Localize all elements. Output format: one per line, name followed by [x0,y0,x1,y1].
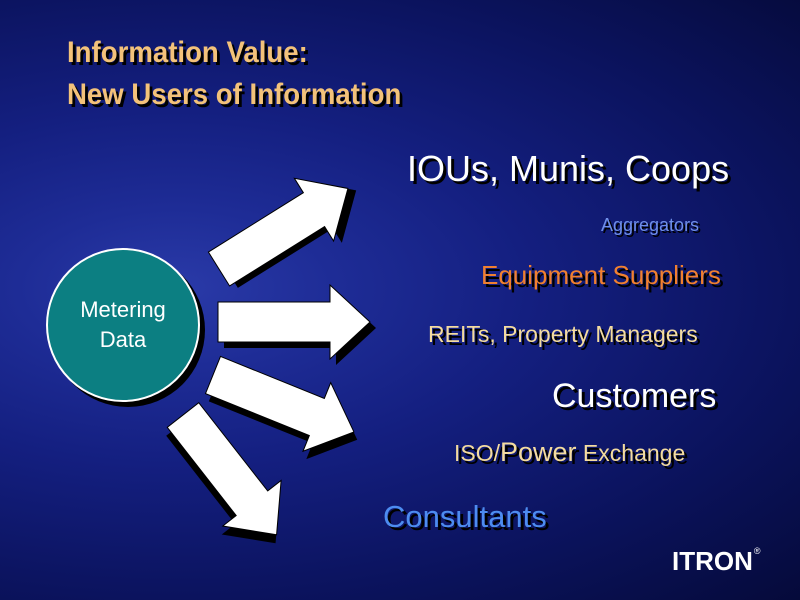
iso-power: Power [500,437,577,467]
title-line-1: Information Value: [67,36,308,69]
arrow-right [217,284,376,365]
label-iso-power-exchange: ISO/Power Exchange [454,437,685,468]
registered-mark: ® [753,546,761,556]
arrow-up-right [198,156,376,303]
title-line-2: New Users of Information [67,78,402,111]
metering-data-circle: Metering Data [46,248,200,402]
hub-line-1: Metering [80,297,166,322]
itron-logo: ITRON® [672,546,761,577]
label-reits-property-managers: REITs, Property Managers [428,321,698,347]
iso-suffix: Exchange [576,440,686,466]
label-consultants: Consultants [383,499,547,534]
label-customers: Customers [552,377,717,415]
logo-text: ITRON [672,546,753,576]
label-aggregators: Aggregators [601,215,700,235]
label-ious-munis-coops: IOUs, Munis, Coops [407,148,730,189]
label-equipment-suppliers: Equipment Suppliers [481,260,721,290]
slide-title: Information Value: New Users of Informat… [67,32,401,116]
hub-line-2: Data [99,327,147,352]
iso-prefix: ISO/ [454,440,501,466]
